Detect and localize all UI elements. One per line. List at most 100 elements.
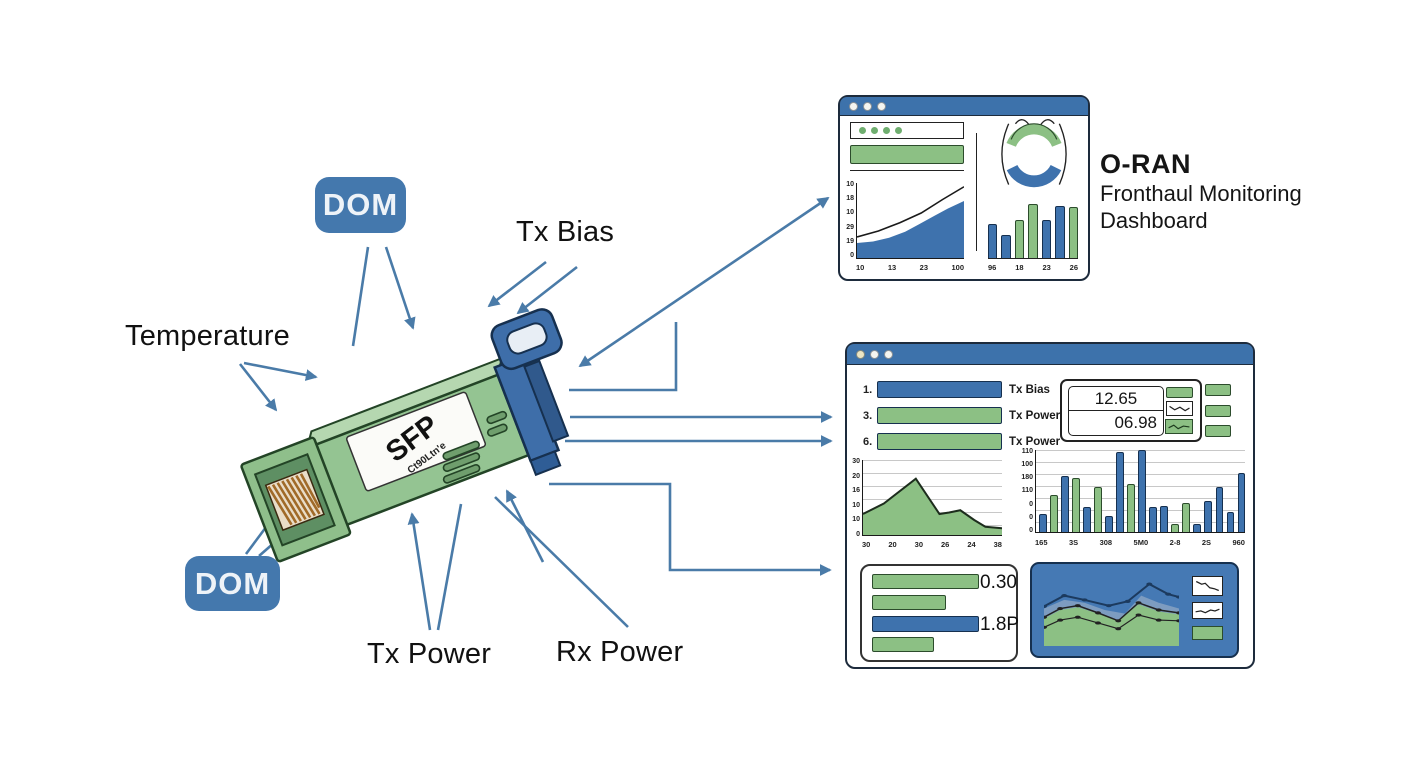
arrow-temperature-2	[238, 363, 278, 412]
arrow-to-dashboard1	[578, 196, 830, 368]
arrow-dom-top-right	[384, 246, 416, 330]
trend-chart-svg	[1044, 582, 1179, 646]
tick-label: 23	[1042, 263, 1051, 272]
list-row-num: 3.	[863, 410, 873, 422]
toolbar-dot	[883, 127, 890, 134]
stat-value-top: 0.30	[980, 572, 1017, 593]
readout-display: 12.65 06.98	[1068, 386, 1164, 436]
window-control-dot[interactable]	[870, 349, 879, 359]
donut-deco-right-paren	[1058, 123, 1067, 185]
dashboard-window-2: 1. Tx Bias 3. Tx Power 6. Tx Power 12.65…	[845, 342, 1255, 669]
stat-bar-green-3	[872, 637, 934, 652]
readout-sparkline-icon	[1166, 401, 1193, 416]
tick-label: 180	[1021, 474, 1033, 482]
window-control-dot[interactable]	[856, 349, 865, 359]
window2-titlebar	[846, 343, 1254, 365]
chart-bar	[1226, 511, 1235, 532]
arrow-to-dashboard2-c	[549, 482, 832, 576]
chart-bar	[1041, 220, 1052, 258]
tick-label: 96	[988, 263, 997, 272]
tick-label: 0	[1029, 500, 1033, 508]
side-green-bar	[1205, 405, 1231, 417]
dom-badge-top-label: DOM	[322, 187, 399, 222]
donut-green-arc	[1006, 124, 1062, 148]
chart-bar	[1215, 486, 1224, 532]
donut-green-arc-edge	[1010, 123, 1058, 140]
window-control-dot[interactable]	[849, 101, 858, 111]
tick-label: 960	[1232, 538, 1245, 547]
chart-bar	[1061, 476, 1069, 532]
arrow-txpower-1	[407, 512, 432, 631]
list-row-bar	[877, 433, 1002, 450]
tick-label: 30	[852, 458, 860, 465]
chart-bar	[1116, 452, 1124, 532]
window1-vertical-divider	[976, 133, 977, 251]
heading-line3: Dashboard	[1100, 207, 1208, 233]
window1-donut-chart	[1001, 119, 1067, 188]
tick-label: 3S	[1068, 538, 1079, 547]
window-control-dot[interactable]	[863, 101, 872, 111]
tick-label: 29	[846, 223, 854, 231]
window2-bar-chart	[1035, 450, 1246, 533]
tick-label: 10	[846, 181, 854, 188]
readout-sparkline-green-icon	[1165, 419, 1193, 434]
window2-area-chart	[862, 460, 1002, 536]
chart-bar	[1094, 486, 1102, 532]
window-control-dot[interactable]	[877, 101, 886, 111]
tick-label: 10	[856, 263, 865, 272]
tick-label: 10	[852, 501, 860, 509]
chart-bar	[1068, 206, 1078, 258]
chart-bar	[1105, 515, 1113, 532]
chart-bar	[1138, 450, 1146, 532]
tick-label: 110	[1021, 448, 1033, 455]
label-tx-bias: Tx Bias	[516, 216, 615, 248]
sfp-module: SFP Ct90Ltn'e	[240, 308, 570, 563]
tick-label: 13	[887, 263, 897, 272]
heading-line2: Fronthaul Monitoring	[1100, 180, 1302, 206]
toolbar-dot	[895, 127, 902, 134]
tick-label: 20	[852, 472, 860, 480]
window-control-dot[interactable]	[884, 349, 893, 359]
sfp-label-plate	[345, 391, 487, 492]
arrow-dom-top-left	[351, 246, 370, 347]
trend-sparkline-2	[1192, 602, 1223, 619]
window1-green-banner	[850, 145, 964, 164]
list-row-label: Tx Power	[1009, 410, 1061, 422]
side-green-bar	[1205, 384, 1231, 396]
list-row-label: Tx Power	[1009, 436, 1061, 448]
arrow-txpower-2	[436, 503, 463, 631]
stat-panel: 0.30 1.8P	[860, 564, 1019, 662]
toolbar-dot	[859, 127, 866, 134]
list-row-num: 6.	[863, 436, 873, 448]
dom-badge-top: DOM	[315, 177, 406, 233]
chart-bar	[1083, 507, 1091, 532]
label-tx-power: Tx Power	[367, 638, 492, 670]
donut-deco-curve-2	[1040, 119, 1055, 126]
dom-badge-bottom-label: DOM	[194, 565, 271, 601]
tick-label: 23	[919, 263, 928, 272]
chart-bar	[1014, 220, 1025, 258]
window1-toolbar[interactable]	[850, 122, 964, 139]
tick-label: 26	[1069, 263, 1078, 272]
donut-deco-left-paren	[1001, 123, 1010, 185]
trend-sparkline-1	[1192, 576, 1223, 596]
elbow-line	[569, 322, 678, 392]
label-rx-power: Rx Power	[556, 636, 684, 668]
sfp-vents	[442, 410, 508, 484]
donut-deco-curve-1	[1014, 119, 1030, 126]
tick-label: 26	[940, 540, 950, 549]
tick-label: 10	[852, 516, 860, 524]
list-row-label: Tx Bias	[1009, 384, 1050, 396]
window1-area-chart	[856, 183, 964, 259]
donut-blue-arc	[1006, 164, 1062, 188]
chart-bar	[1001, 234, 1011, 258]
readout-green-bar	[1166, 387, 1193, 398]
dashboard-heading: O-RAN Fronthaul Monitoring Dashboard	[1100, 148, 1302, 235]
sfp-pin-hatch	[267, 473, 321, 526]
tick-label: 20	[888, 540, 897, 549]
